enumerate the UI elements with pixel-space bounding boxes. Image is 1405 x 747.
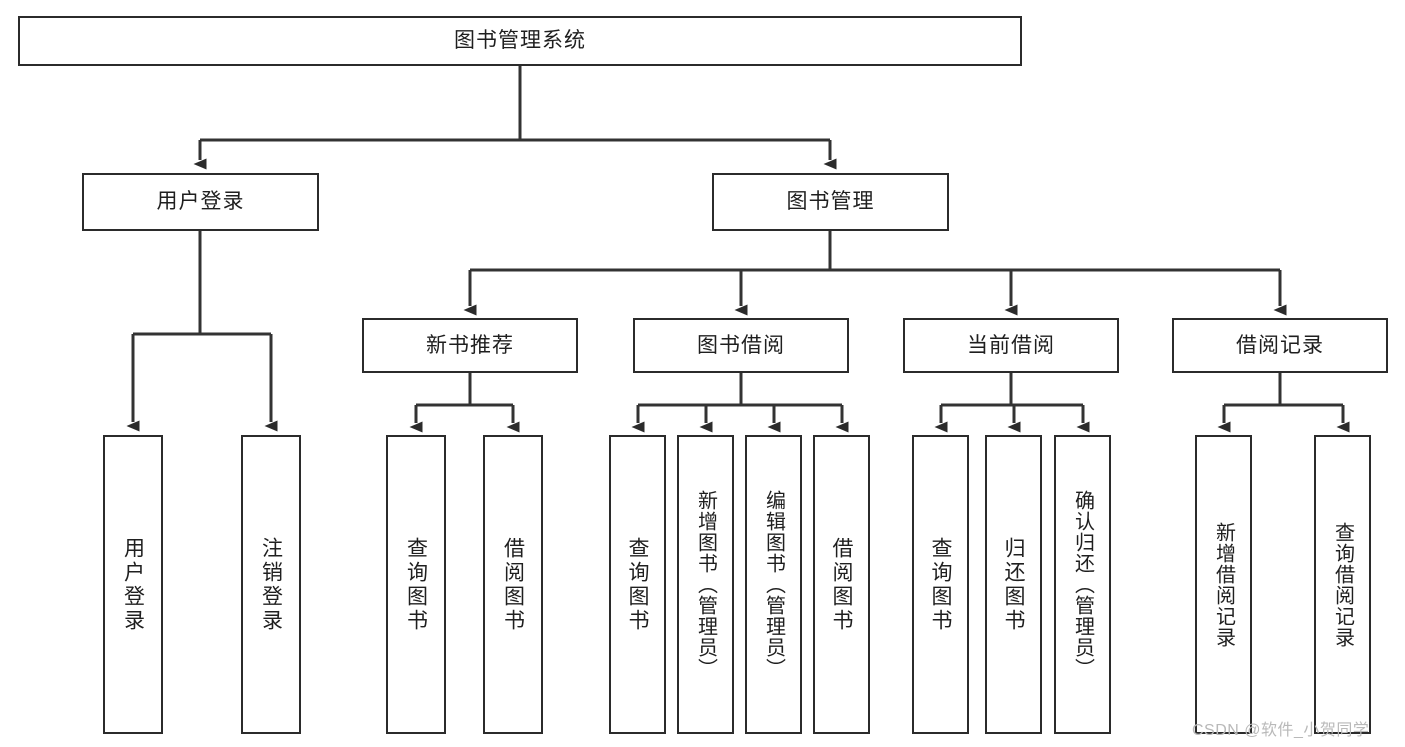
node-book-manage[interactable]: 图书管理 [712,173,949,231]
node-user-login-label: 用户登录 [156,190,245,214]
leaf-query-book-3-label: 查询图书 [929,536,952,633]
leaf-borrow-book-2[interactable]: 借阅图书 [813,435,870,734]
leaf-query-book-1-label: 查询图书 [404,536,428,633]
leaf-edit-book-admin[interactable]: 编辑图书（管理员） [745,435,802,734]
leaf-edit-book-admin-label: 编辑图书（管理员） [762,490,785,679]
node-book-borrow-label: 图书借阅 [697,333,785,357]
node-book-manage-label: 图书管理 [786,190,875,214]
leaf-query-record-label: 查询借阅记录 [1331,521,1354,648]
leaf-add-record-label: 新增借阅记录 [1212,521,1235,648]
node-current-borrow-label: 当前借阅 [967,333,1055,357]
node-current-borrow[interactable]: 当前借阅 [903,318,1119,373]
node-root-label: 图书管理系统 [454,29,586,53]
node-root[interactable]: 图书管理系统 [18,16,1022,66]
leaf-user-login[interactable]: 用户登录 [103,435,163,734]
node-borrow-record[interactable]: 借阅记录 [1172,318,1388,373]
csdn-watermark: CSDN @软件_小贺同学 [1192,722,1370,739]
leaf-query-book-2[interactable]: 查询图书 [609,435,666,734]
leaf-return-book-label: 归还图书 [1002,536,1025,633]
leaf-borrow-book-1-label: 借阅图书 [501,536,525,633]
leaf-query-book-2-label: 查询图书 [626,536,649,633]
node-new-book-recommend-label: 新书推荐 [426,333,514,357]
leaf-user-logout[interactable]: 注销登录 [241,435,301,734]
node-new-book-recommend[interactable]: 新书推荐 [362,318,578,373]
leaf-query-book-3[interactable]: 查询图书 [912,435,969,734]
leaf-confirm-return-label: 确认归还（管理员） [1071,490,1094,679]
leaf-return-book[interactable]: 归还图书 [985,435,1042,734]
node-book-borrow[interactable]: 图书借阅 [633,318,849,373]
leaf-add-book-admin-label: 新增图书（管理员） [694,490,717,679]
leaf-user-logout-label: 注销登录 [259,536,283,633]
leaf-query-book-1[interactable]: 查询图书 [386,435,446,734]
leaf-borrow-book-1[interactable]: 借阅图书 [483,435,543,734]
leaf-user-login-label: 用户登录 [121,536,145,633]
leaf-add-record[interactable]: 新增借阅记录 [1195,435,1252,734]
node-borrow-record-label: 借阅记录 [1236,333,1324,357]
leaf-add-book-admin[interactable]: 新增图书（管理员） [677,435,734,734]
leaf-confirm-return[interactable]: 确认归还（管理员） [1054,435,1111,734]
node-user-login[interactable]: 用户登录 [82,173,319,231]
leaf-borrow-book-2-label: 借阅图书 [830,536,853,633]
leaf-query-record[interactable]: 查询借阅记录 [1314,435,1371,734]
